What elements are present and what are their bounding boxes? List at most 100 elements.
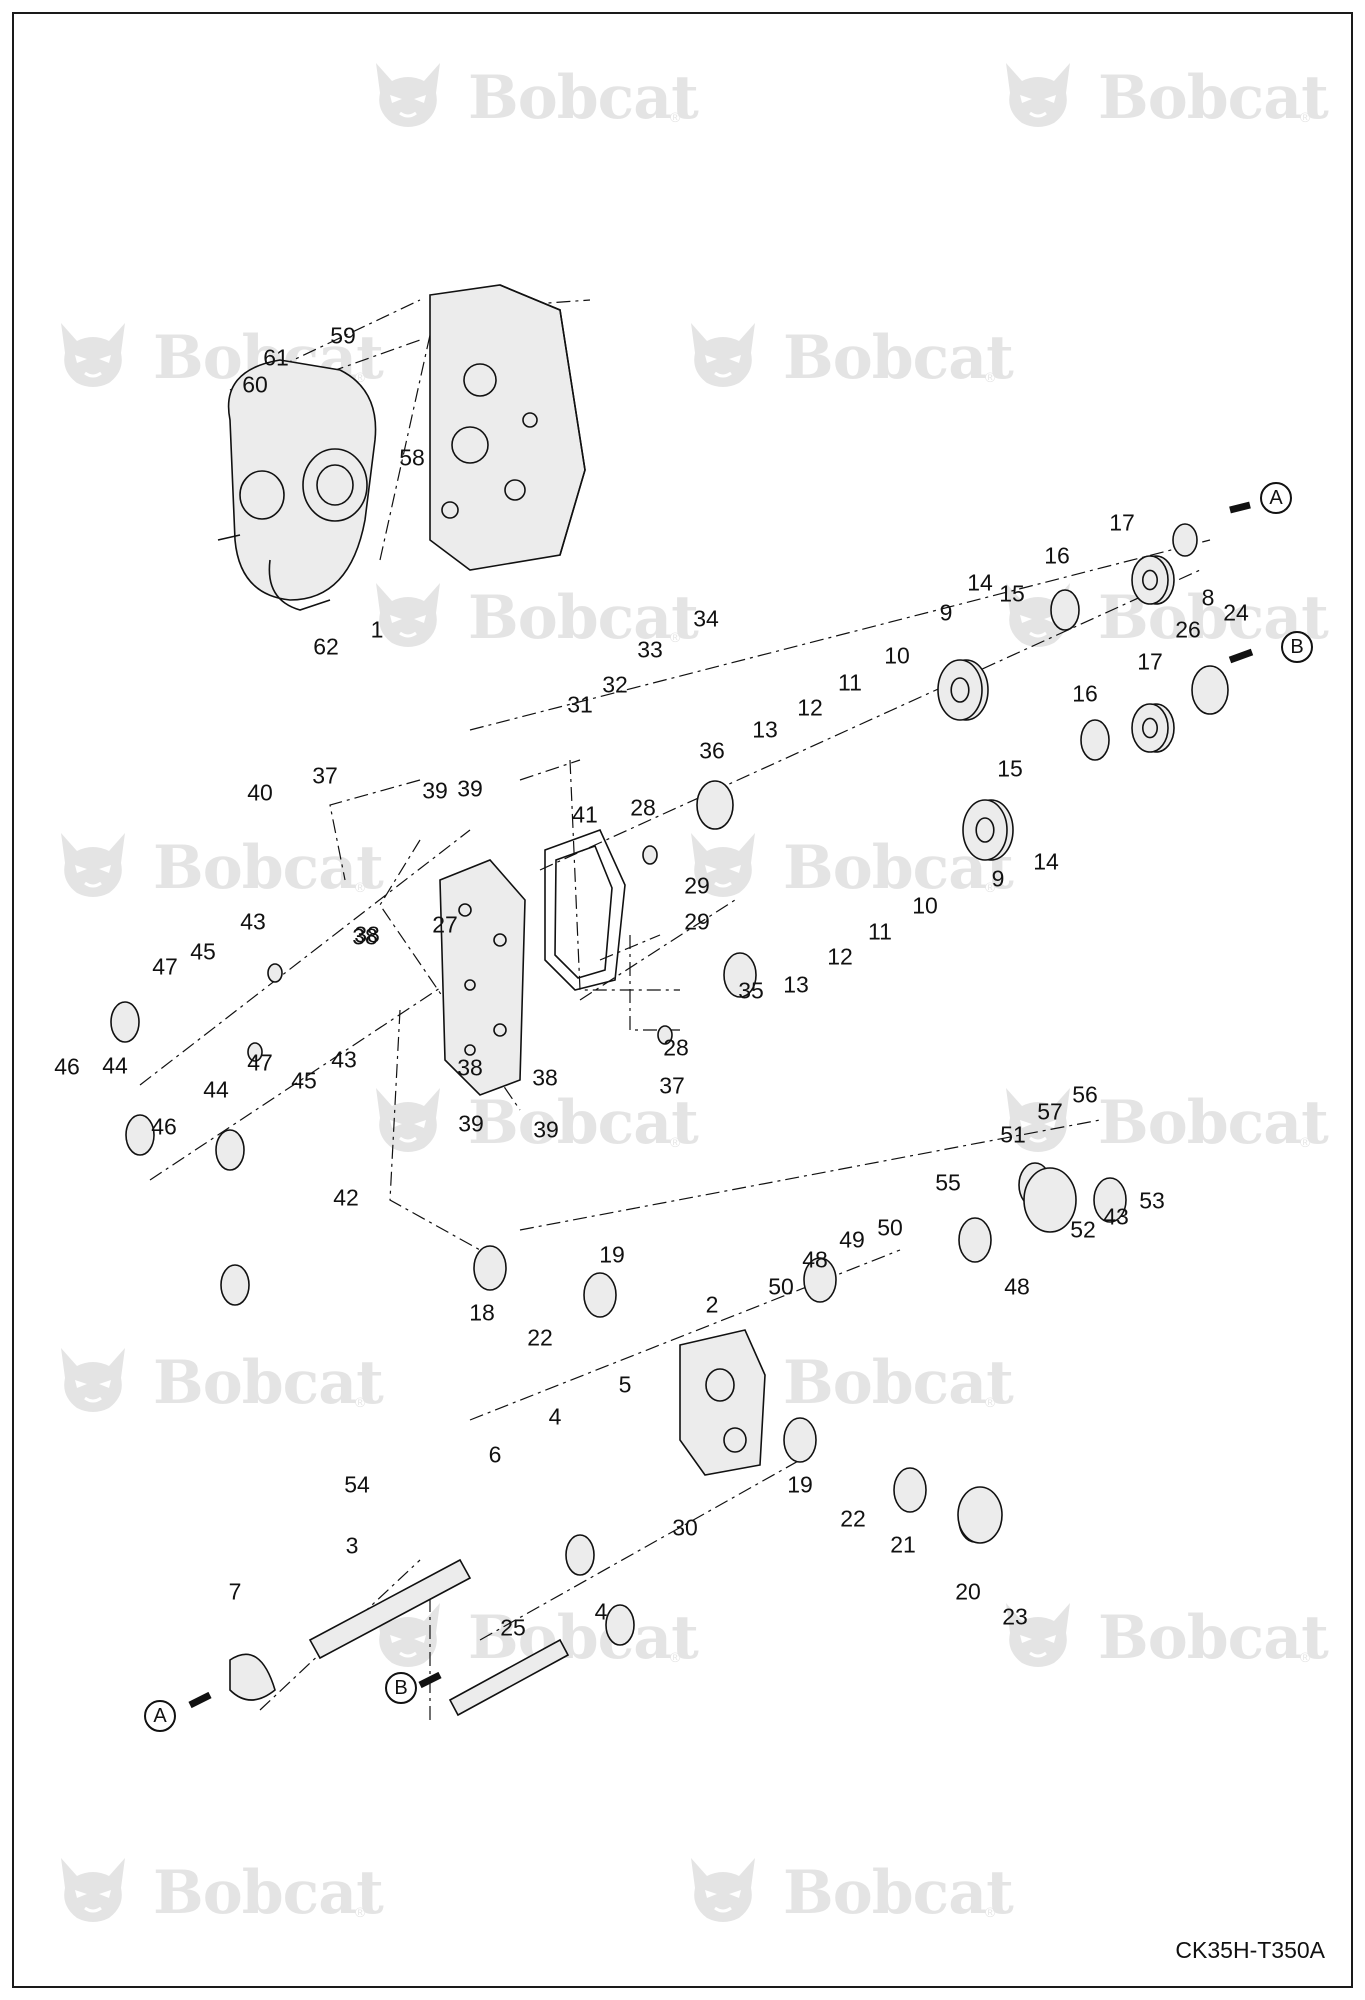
part-callout-50: 50 [768, 1273, 794, 1300]
bobcat-watermark: Bobcat® [1000, 55, 1330, 135]
part-callout-60: 60 [242, 371, 268, 398]
part-callout-30: 30 [672, 1514, 698, 1541]
drawing-frame [12, 12, 1353, 1988]
part-callout-12: 12 [797, 694, 823, 721]
plate-hole [441, 501, 459, 519]
part-callout-10: 10 [884, 642, 910, 669]
part-callout-52: 52 [1070, 1216, 1096, 1243]
part-callout-16: 16 [1072, 680, 1098, 707]
watermark-registered-mark: ® [670, 629, 681, 645]
block-port [464, 1044, 476, 1056]
leader-line [629, 935, 680, 1031]
bobcat-logo-icon [376, 583, 440, 647]
plate-hole [504, 479, 526, 501]
bearing-ring [1093, 1177, 1127, 1223]
seal-ring [215, 1129, 245, 1171]
part-callout-13: 13 [783, 971, 809, 998]
block-port [493, 1023, 507, 1037]
part-callout-47: 47 [152, 953, 178, 980]
bobcat-logo-icon [1006, 583, 1070, 647]
piston-group-bore [1142, 717, 1159, 739]
bearing-ring [473, 1245, 507, 1291]
connector-b: B [385, 1672, 417, 1704]
center-line [139, 829, 471, 1086]
part-callout-22: 22 [840, 1505, 866, 1532]
watermark-registered-mark: ® [1300, 1649, 1311, 1665]
bobcat-logo-icon [376, 1603, 440, 1667]
center-line [519, 759, 581, 781]
seal-ring [220, 1264, 250, 1306]
part-callout-38: 38 [354, 921, 380, 948]
part-callout-31: 31 [567, 691, 593, 718]
bobcat-watermark: Bobcat® [55, 825, 385, 905]
bearing-ring [893, 1467, 927, 1513]
pump-port [316, 464, 354, 506]
block-port [458, 903, 472, 917]
end-bearing [696, 780, 734, 830]
part-callout-39: 39 [457, 775, 483, 802]
watermark-registered-mark: ® [985, 1394, 996, 1410]
bearing-ring [783, 1417, 817, 1463]
center-line [149, 934, 521, 1181]
part-callout-11: 11 [868, 918, 892, 945]
part-callout-42: 42 [333, 1184, 359, 1211]
part-callout-1: 1 [370, 616, 384, 643]
bobcat-watermark: Bobcat® [685, 1850, 1015, 1930]
watermark-word: Bobcat [468, 583, 699, 653]
gasket-inner [554, 844, 613, 979]
part-callout-48: 48 [1004, 1273, 1030, 1300]
part-callout-37: 37 [659, 1072, 685, 1099]
part-callout-4: 4 [594, 1598, 608, 1625]
part-callout-29: 29 [684, 908, 710, 935]
center-line [379, 334, 431, 561]
bobcat-logo-icon [61, 1858, 125, 1922]
watermark-registered-mark: ® [355, 879, 366, 895]
part-callout-58: 58 [399, 444, 425, 471]
bobcat-watermark: Bobcat® [370, 1595, 700, 1675]
part-callout-10: 10 [912, 892, 938, 919]
part-callout-11: 11 [838, 669, 862, 696]
swash-plate [1080, 719, 1110, 761]
part-callout-12: 12 [827, 943, 853, 970]
leader-line [329, 779, 421, 881]
thrust-plate [1172, 523, 1198, 557]
part-callout-6: 6 [488, 1441, 502, 1468]
pump-body [227, 359, 377, 601]
center-line [519, 1119, 1101, 1231]
part-callout-3: 3 [345, 1532, 359, 1559]
bobcat-logo-icon [1006, 1088, 1070, 1152]
part-callout-26: 26 [1175, 616, 1201, 643]
drawing-code: CK35H-T350A [1175, 1937, 1325, 1963]
bobcat-logo-icon [376, 63, 440, 127]
bushing [642, 845, 658, 865]
bobcat-logo-icon [1006, 1603, 1070, 1667]
plate-hole [463, 363, 497, 397]
part-callout-38: 38 [532, 1064, 558, 1091]
center-housing [679, 1329, 766, 1476]
watermark-registered-mark: ® [670, 1649, 681, 1665]
part-callout-22: 22 [527, 1324, 553, 1351]
watermark-word: Bobcat [153, 833, 384, 903]
part-callout-53: 53 [1139, 1187, 1165, 1214]
part-callout-19: 19 [599, 1241, 625, 1268]
housing-port [705, 1368, 735, 1402]
part-callout-9: 9 [939, 599, 953, 626]
cylinder-block [962, 799, 1008, 861]
thrust-plate [1191, 665, 1229, 715]
part-callout-15: 15 [997, 755, 1023, 782]
connector-a: A [1260, 482, 1292, 514]
output-shaft [448, 1638, 570, 1717]
part-callout-17: 17 [1137, 648, 1163, 675]
bobcat-watermark: Bobcat® [685, 1340, 1015, 1420]
bobcat-watermark: Bobcat® [370, 1080, 700, 1160]
control-valve-block [439, 859, 526, 1096]
part-callout-24: 24 [1223, 599, 1249, 626]
cylinder-block [937, 659, 983, 721]
center-line [579, 899, 736, 1001]
bearing-ring [583, 1272, 617, 1318]
drive-coupling [229, 1653, 276, 1701]
input-shaft [308, 1558, 472, 1660]
part-callout-17: 17 [1109, 509, 1135, 536]
bobcat-logo-icon [61, 323, 125, 387]
